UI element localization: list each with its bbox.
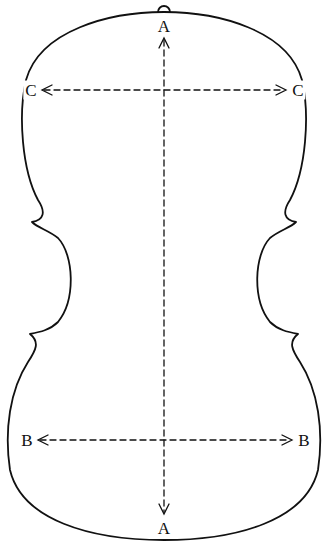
arrowhead bbox=[282, 435, 292, 445]
dimension-letter: C bbox=[23, 81, 38, 100]
arrowhead bbox=[276, 85, 286, 95]
arrowhead bbox=[159, 38, 169, 48]
lower-width-line bbox=[40, 439, 290, 440]
dimension-letter: B bbox=[19, 431, 34, 450]
body-half-right bbox=[164, 12, 320, 540]
arrowhead bbox=[38, 435, 48, 445]
body-half-left bbox=[8, 12, 164, 540]
arrowhead bbox=[159, 504, 169, 514]
dimension-letter: A bbox=[156, 519, 172, 538]
dimension-letter: C bbox=[290, 81, 305, 100]
arrowhead bbox=[42, 85, 52, 95]
dimension-letter: A bbox=[156, 17, 172, 36]
length-line bbox=[163, 40, 164, 512]
dimension-letter: B bbox=[296, 431, 311, 450]
upper-width-line bbox=[44, 89, 284, 90]
